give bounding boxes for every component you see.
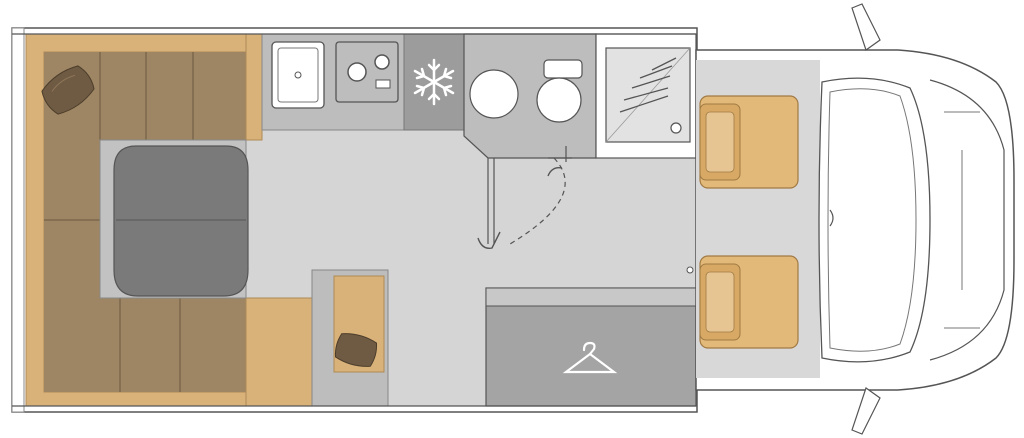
fridge-snowflake-icon <box>413 58 455 106</box>
cushion-icon <box>334 333 378 367</box>
coat-hanger-icon <box>562 341 618 374</box>
sink-icon <box>271 41 325 109</box>
sofa-seat-bottom <box>44 298 246 392</box>
seat-base-wood-2 <box>245 33 263 141</box>
dinette <box>25 33 313 407</box>
seat-base-wood <box>245 297 313 407</box>
windshield <box>827 88 917 352</box>
dining-table <box>113 145 249 297</box>
driver-cab <box>686 3 1015 435</box>
mirror-right <box>851 387 881 435</box>
stove-icon <box>335 41 399 103</box>
shower-tray-icon <box>605 47 691 143</box>
bathroom-door <box>487 146 572 245</box>
washbasin-icon <box>469 69 519 119</box>
wardrobe-rail <box>485 287 697 307</box>
hood <box>929 79 1005 361</box>
mirror-left <box>851 3 881 51</box>
kitchen <box>261 33 465 131</box>
door-handle-icon <box>477 166 563 249</box>
bonnet-lines <box>944 111 980 329</box>
toilet-icon <box>536 59 583 123</box>
driver-seat <box>699 95 799 189</box>
rear-wall-strip <box>11 27 25 413</box>
gear-selector <box>829 209 834 227</box>
cab-detail <box>686 266 694 274</box>
cushion-icon <box>41 65 95 115</box>
passenger-seat <box>699 255 799 349</box>
